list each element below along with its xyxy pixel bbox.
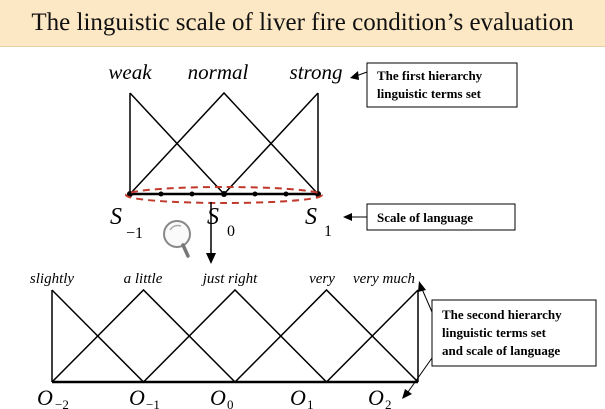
term-a-little: a little xyxy=(124,271,163,287)
term-weak: weak xyxy=(108,60,152,84)
mf-very-much-line xyxy=(325,289,419,383)
scale-base: S xyxy=(305,204,317,230)
highlight-ellipse xyxy=(125,186,323,204)
first-scale-labels: S −1 S 0 S 1 xyxy=(110,204,332,242)
scale-base: O xyxy=(37,385,53,409)
mf-just-right-line xyxy=(142,288,328,383)
scale-base: O xyxy=(129,385,145,409)
scale-annotation: Scale of language xyxy=(343,203,516,231)
scale-point xyxy=(283,191,289,197)
pointer-line xyxy=(421,288,433,313)
scale-base: O xyxy=(368,385,384,409)
annotation-line: The second hierarchy xyxy=(442,307,562,322)
scale-base: S xyxy=(207,204,219,230)
title-bar: The linguistic scale of liver fire condi… xyxy=(0,0,605,47)
second-hierarchy-annotation: The second hierarchy linguistic terms se… xyxy=(402,281,597,399)
scale-base: O xyxy=(210,385,226,409)
scale-sub: 1 xyxy=(307,397,314,409)
annotation-box xyxy=(366,62,518,108)
pointer-line xyxy=(407,357,433,393)
second-scale-labels: O −2 O −1 O 0 O 1 O 2 xyxy=(37,385,392,409)
scale-point xyxy=(158,191,164,197)
term-very: very xyxy=(309,271,335,287)
first-hierarchy-annotation: The first hierarchy linguistic terms set xyxy=(350,62,518,108)
annotation-line: Scale of language xyxy=(377,210,473,225)
first-hierarchy-triangles xyxy=(129,91,319,196)
mf-normal-line xyxy=(129,91,319,195)
scale-label-s1: S xyxy=(305,204,317,230)
slide-title: The linguistic scale of liver fire condi… xyxy=(31,9,574,36)
magnifier-glint xyxy=(169,224,182,231)
scale-label-s-minus1: S xyxy=(110,204,122,230)
magnifier-lens xyxy=(163,220,191,248)
term-normal: normal xyxy=(188,60,249,84)
scale-sub: −1 xyxy=(126,225,143,242)
term-very-much: very much xyxy=(353,271,415,287)
scale-sub: −2 xyxy=(55,397,69,409)
down-arrow xyxy=(206,202,216,264)
term-just-right: just right xyxy=(201,271,258,287)
scale-base: O xyxy=(290,385,306,409)
term-slightly: slightly xyxy=(30,271,75,287)
scale-point xyxy=(221,191,227,197)
mf-a-little-line xyxy=(51,288,236,383)
scale-label-o-minus2: O xyxy=(37,385,53,409)
scale-points xyxy=(127,191,321,197)
scale-label-o1: O xyxy=(290,385,306,409)
magnifier-icon xyxy=(163,220,191,258)
scale-point xyxy=(189,191,195,197)
scale-label-o0: O xyxy=(210,385,226,409)
scale-point xyxy=(252,191,258,197)
mf-strong-line xyxy=(223,92,319,195)
term-strong: strong xyxy=(290,60,343,84)
annotation-line: linguistic terms set xyxy=(442,325,547,340)
arrow-head xyxy=(402,389,412,399)
scale-sub: −1 xyxy=(146,397,160,409)
annotation-box xyxy=(431,299,597,367)
annotation-line: and scale of language xyxy=(442,343,560,358)
scale-sub: 0 xyxy=(227,223,235,240)
arrow-head xyxy=(343,213,352,221)
linguistic-scale-diagram: weak normal strong The first hierarchy l… xyxy=(30,60,597,409)
scale-sub: 1 xyxy=(324,223,332,240)
arrow-head xyxy=(206,253,216,264)
annotation-line: The first hierarchy xyxy=(377,68,483,83)
scale-sub: 2 xyxy=(385,397,392,409)
magnifier-handle xyxy=(181,243,190,258)
annotation-line: linguistic terms set xyxy=(377,86,482,101)
scale-base: S xyxy=(110,204,122,230)
scale-label-o-minus1: O xyxy=(129,385,145,409)
arrow-head xyxy=(418,281,426,292)
mf-very-line xyxy=(234,288,419,383)
arrow-head xyxy=(350,71,359,80)
scale-sub: 0 xyxy=(227,397,234,409)
second-hierarchy-triangles xyxy=(51,288,419,384)
scale-label-s0: S xyxy=(207,204,219,230)
scale-label-o2: O xyxy=(368,385,384,409)
